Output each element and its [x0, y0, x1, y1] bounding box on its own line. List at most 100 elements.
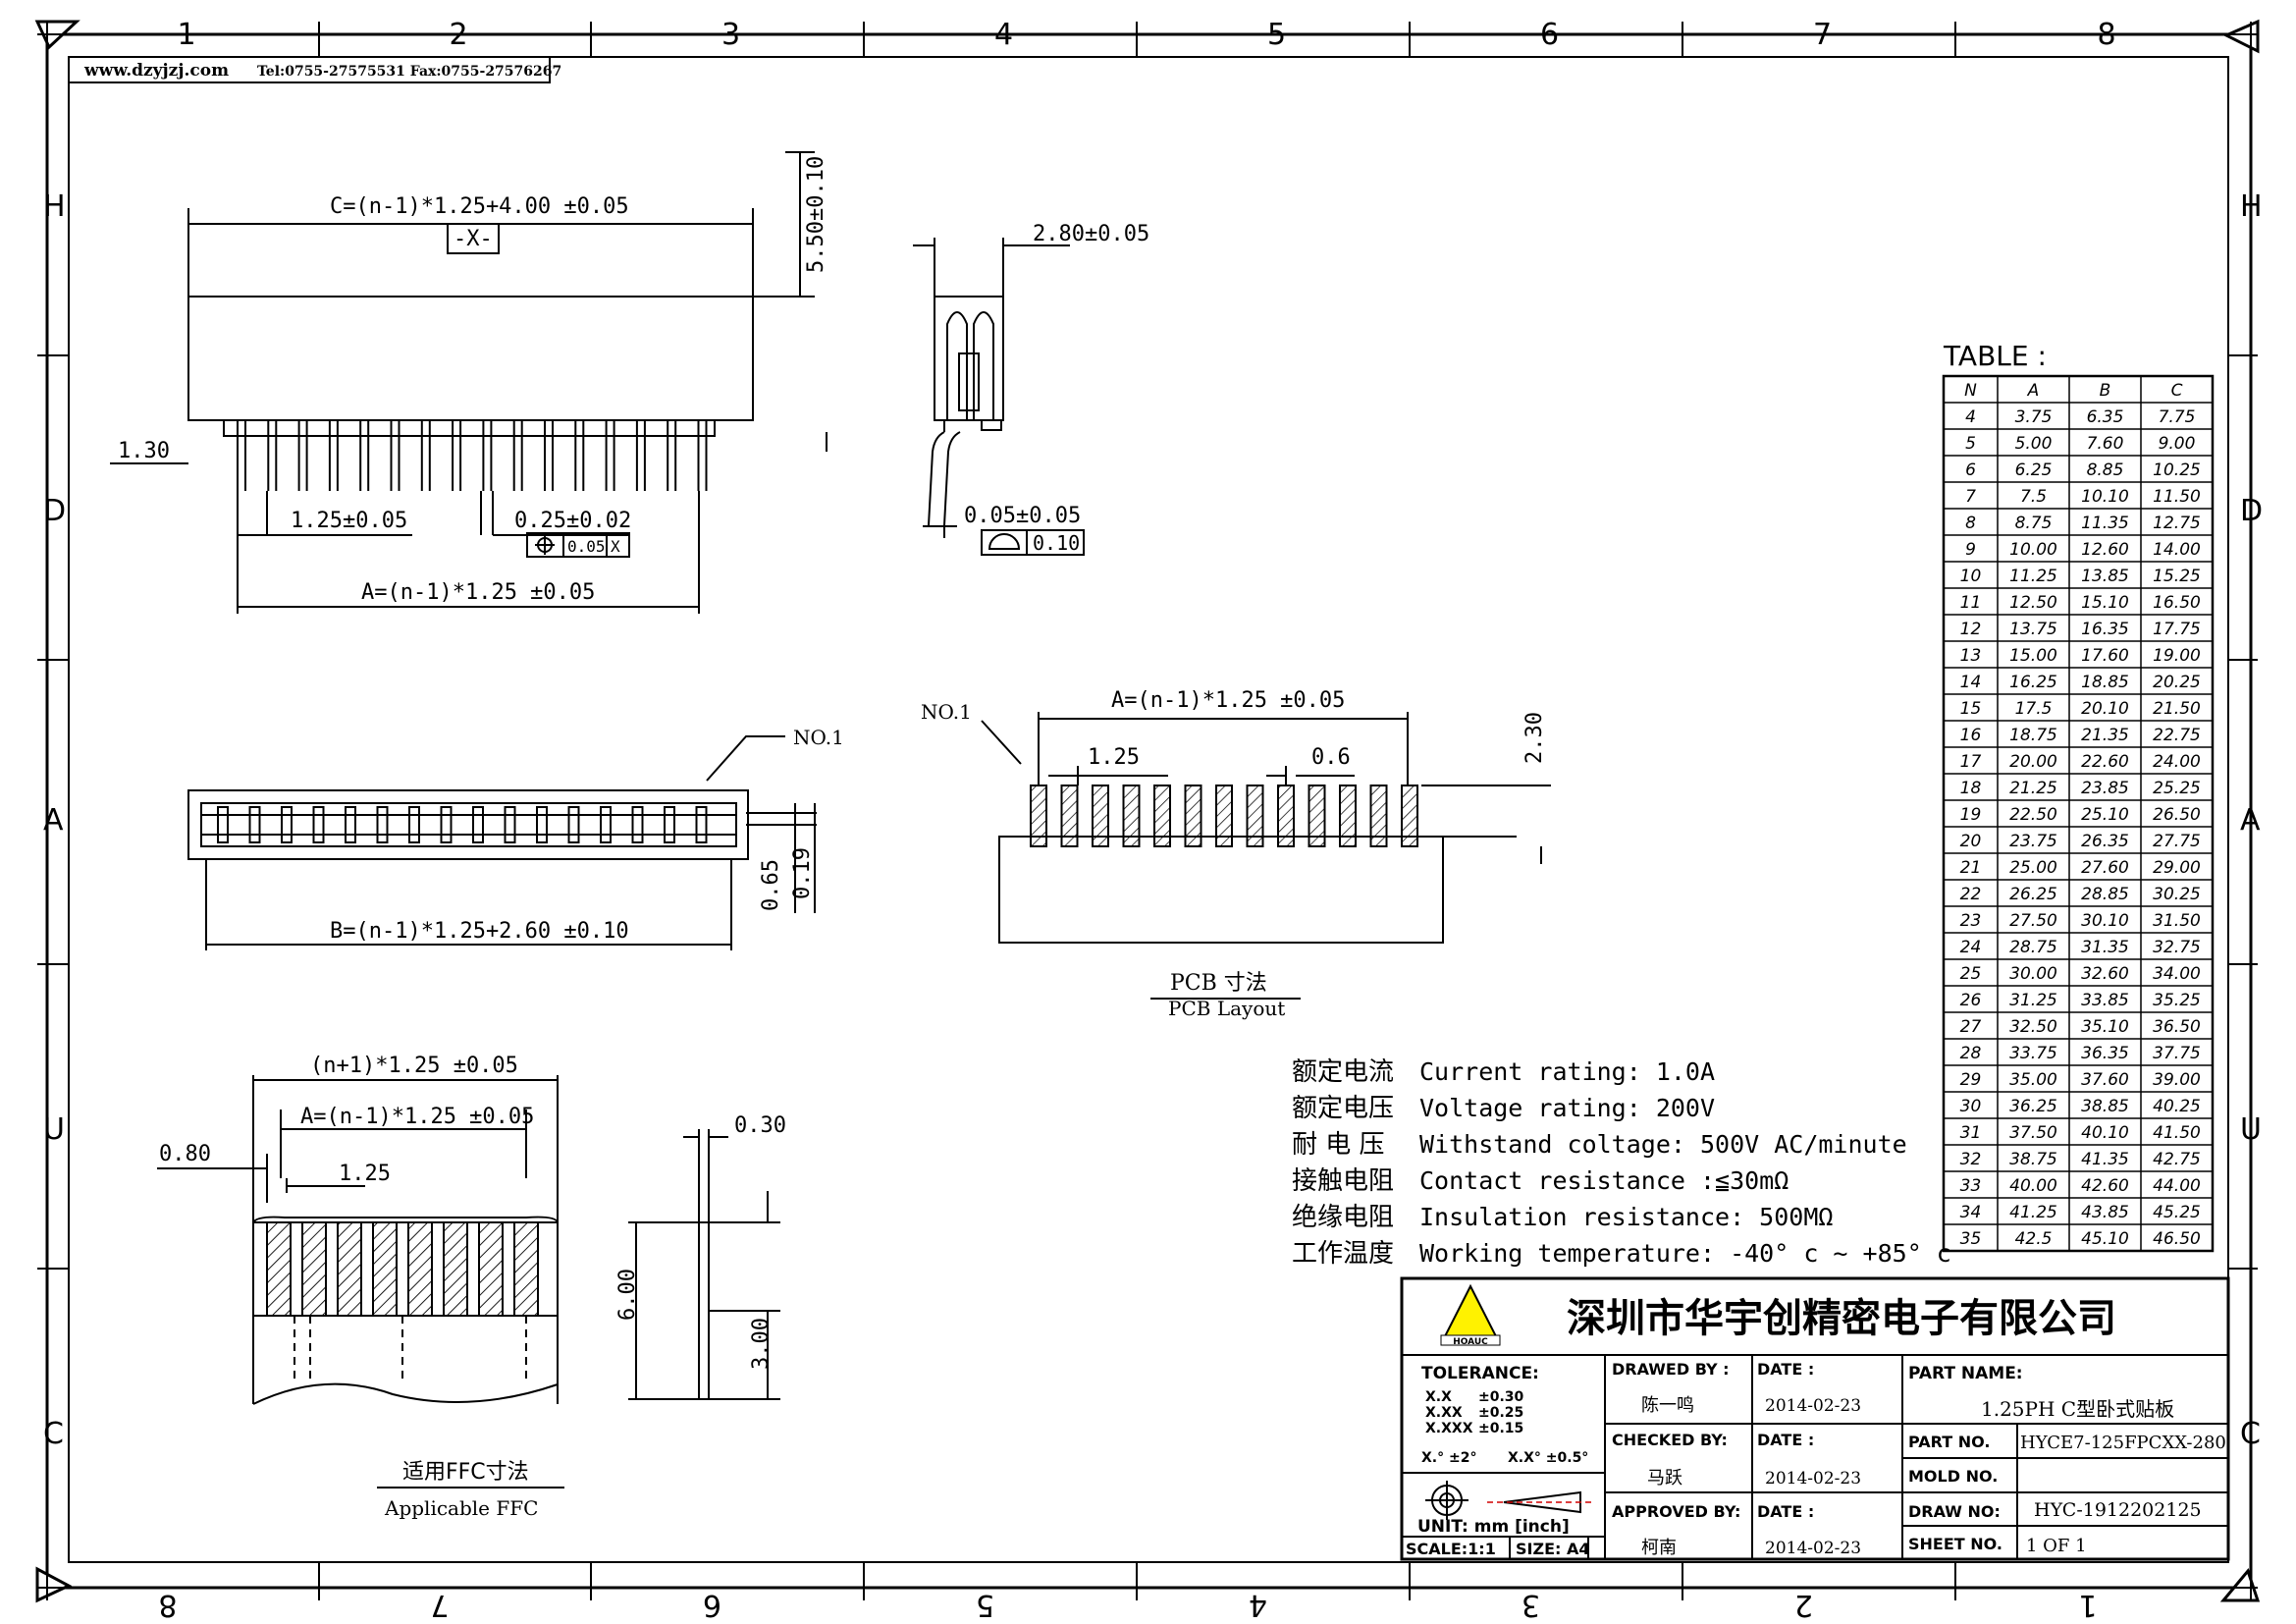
date-value-3: 2014-02-23: [1765, 1539, 1861, 1558]
contact-text: Tel:0755-27575531 Fax:0755-27576267: [257, 64, 561, 80]
table-cell: 25.25: [2153, 779, 2201, 798]
pcb-pad: [1401, 785, 1418, 847]
company-name: 深圳市华宇创精密电子有限公司: [1567, 1295, 2116, 1341]
spec-value: Insulation resistance: 500MΩ: [1419, 1203, 1833, 1231]
top-slot: [504, 806, 516, 843]
table-cell: 7.75: [2159, 407, 2196, 427]
logo-text: HOAUC: [1453, 1337, 1488, 1347]
frame-column-number: 7: [430, 1588, 449, 1622]
table-cell: 20.25: [2153, 673, 2201, 692]
table-cell: 26.50: [2153, 805, 2201, 825]
checked-by-label: CHECKED BY:: [1612, 1431, 1728, 1449]
table-cell: 31: [1960, 1123, 1982, 1143]
table-cell: 9.00: [2159, 434, 2196, 454]
top-slot: [217, 806, 229, 843]
table-cell: 38.85: [2081, 1097, 2129, 1116]
table-cell: 5.00: [2015, 434, 2053, 454]
pcb-dim-a-label: A=(n-1)*1.25 ±0.05: [1111, 688, 1345, 713]
dim-height-label: 5.50±0.10: [804, 156, 828, 273]
tol-angle1: X.° ±2°: [1421, 1450, 1476, 1466]
table-cell: 33: [1960, 1176, 1982, 1196]
table-cell: 42.5: [2015, 1229, 2053, 1249]
pcb-title-cn: PCB 寸法: [1170, 971, 1267, 996]
frame-column-number: 5: [976, 1588, 994, 1622]
draw-no-value: HYC-1912202125: [2034, 1499, 2202, 1521]
table-cell: 10.10: [2081, 487, 2129, 507]
table-cell: 13.85: [2081, 567, 2129, 586]
tol-xxx-label: X.XXX: [1425, 1421, 1473, 1436]
pcb-length-label: 2.30: [1522, 712, 1547, 764]
frame-column-number: 1: [2078, 1588, 2097, 1622]
table-cell: 32.75: [2153, 938, 2201, 957]
top-slot: [536, 806, 548, 843]
table-cell: 37.60: [2081, 1070, 2129, 1090]
table-border: [1942, 374, 2215, 1253]
table-cell: 15.25: [2153, 567, 2201, 586]
top-slot: [472, 806, 484, 843]
table-cell: 24: [1960, 938, 1982, 957]
table-cell: 20: [1960, 832, 1982, 851]
table-cell: 35.10: [2081, 1017, 2129, 1037]
table-cell: 12.50: [2009, 593, 2057, 613]
frame-column-number: 4: [994, 18, 1013, 52]
frame-row-letter: U: [2240, 1112, 2262, 1147]
spec-label-cn: 额定电压: [1292, 1094, 1394, 1123]
table-cell: 40.00: [2009, 1176, 2057, 1196]
ffc-conductor: [407, 1221, 433, 1317]
ffc-conductor: [443, 1221, 468, 1317]
spec-value: Working temperature: -40° c ~ +85° c: [1419, 1239, 1951, 1268]
unit-label: UNIT: mm [inch]: [1417, 1517, 1570, 1537]
scale-label: SCALE:1:1: [1406, 1540, 1496, 1558]
top-slot: [281, 806, 293, 843]
table-cell: 41.50: [2153, 1123, 2201, 1143]
table-cell: 11: [1960, 593, 1982, 613]
table-cell: 45.25: [2153, 1203, 2201, 1222]
ffc-side-view: [628, 1129, 780, 1400]
checked-by-name: 马跃: [1647, 1468, 1682, 1489]
pcb-pad: [1122, 785, 1141, 847]
datum-x-label: -X-: [454, 227, 493, 251]
frame-column-number: 2: [1794, 1588, 1813, 1622]
pcb-pad: [1308, 785, 1326, 847]
table-cell: 30: [1960, 1097, 1982, 1116]
top-slot: [408, 806, 420, 843]
spec-label-cn: 耐 电 压: [1292, 1130, 1385, 1160]
spec-label-cn: 接触电阻: [1292, 1166, 1394, 1196]
table-cell: 21.50: [2153, 699, 2201, 719]
pcb-pad: [1092, 785, 1109, 847]
spec-value: Current rating: 1.0A: [1419, 1057, 1715, 1086]
pcb-pad: [1277, 785, 1295, 847]
table-cell: 21.35: [2081, 726, 2129, 745]
table-cell: 23: [1960, 911, 1982, 931]
top-slot: [248, 806, 261, 843]
spec-label-cn: 绝缘电阻: [1292, 1203, 1394, 1232]
tol-xxx-value: ±0.15: [1478, 1421, 1523, 1436]
dim-pitch-label: 1.25±0.05: [291, 509, 407, 533]
table-cell: 25: [1960, 964, 1982, 984]
table-cell: 22.75: [2153, 726, 2201, 745]
table-cell: 6.25: [2015, 460, 2053, 480]
table-cell: 7: [1965, 487, 1976, 507]
mold-no-label: MOLD NO.: [1908, 1467, 1998, 1486]
ffc-conductor: [478, 1221, 504, 1317]
table-cell: 17: [1960, 752, 1982, 772]
website-text: www.dzyjzj.com: [83, 61, 229, 81]
approved-by-name: 柯南: [1641, 1538, 1677, 1558]
table-cell: 10.00: [2009, 540, 2057, 560]
table-cell: 16.25: [2009, 673, 2057, 692]
frame-column-number: 3: [721, 18, 740, 52]
ffc-exposed-label: 3.00: [749, 1318, 774, 1370]
table-cell: 23.85: [2081, 779, 2129, 798]
frame-column-number: 6: [703, 1588, 721, 1622]
table-cell: 17.5: [2015, 699, 2053, 719]
table-cell: 18: [1960, 779, 1982, 798]
date-label-2: DATE :: [1757, 1431, 1814, 1449]
table-cell: 27: [1960, 1017, 1982, 1037]
side-thick-label: 0.05±0.05: [964, 504, 1081, 528]
pcb-pad: [1339, 785, 1357, 847]
dim-065-label: 0.65: [759, 859, 783, 911]
table-cell: 46.50: [2153, 1229, 2201, 1249]
table-cell: 15.00: [2009, 646, 2057, 666]
table-cell: 26: [1960, 991, 1982, 1010]
